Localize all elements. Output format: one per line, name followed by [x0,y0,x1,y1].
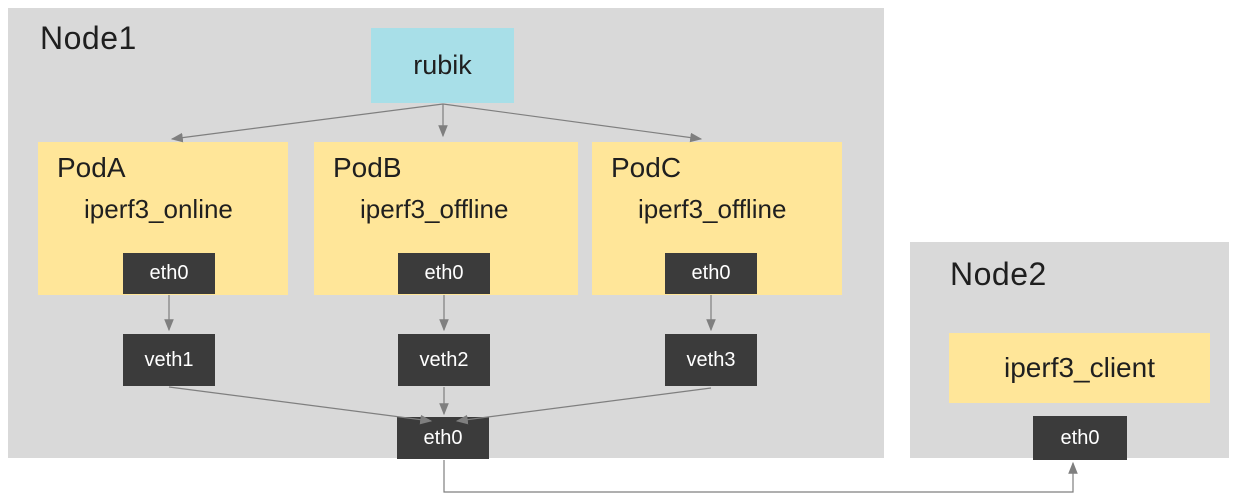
rubik-label: rubik [413,50,472,80]
pod-c-app: iperf3_offline [638,194,787,224]
pod-c-name: PodC [611,152,682,183]
veth1-box: veth1 [123,334,215,386]
node1-title: Node1 [40,20,137,56]
pod-a-app: iperf3_online [84,194,233,224]
pod-b-eth0-box: eth0 [398,253,490,294]
pod-a-box: PodA iperf3_online [38,142,288,295]
pod-b-name: PodB [333,152,402,183]
node2-title: Node2 [950,256,1047,292]
veth2-box: veth2 [398,334,490,386]
pod-c-eth0-box: eth0 [665,253,757,294]
veth3-box: veth3 [665,334,757,386]
arrow-hosteth-to-node2eth [443,460,1078,493]
iperf3-client-label: iperf3_client [1004,352,1155,383]
pod-a-name: PodA [57,152,126,183]
node1-host-eth0-box: eth0 [397,417,489,459]
pod-b-app: iperf3_offline [360,194,509,224]
rubik-box: rubik [371,28,514,103]
iperf3-client-box: iperf3_client [949,333,1210,403]
node2-eth0-box: eth0 [1033,416,1127,460]
node2-container: Node2 iperf3_client [910,242,1229,458]
pod-a-eth0-box: eth0 [123,253,215,294]
